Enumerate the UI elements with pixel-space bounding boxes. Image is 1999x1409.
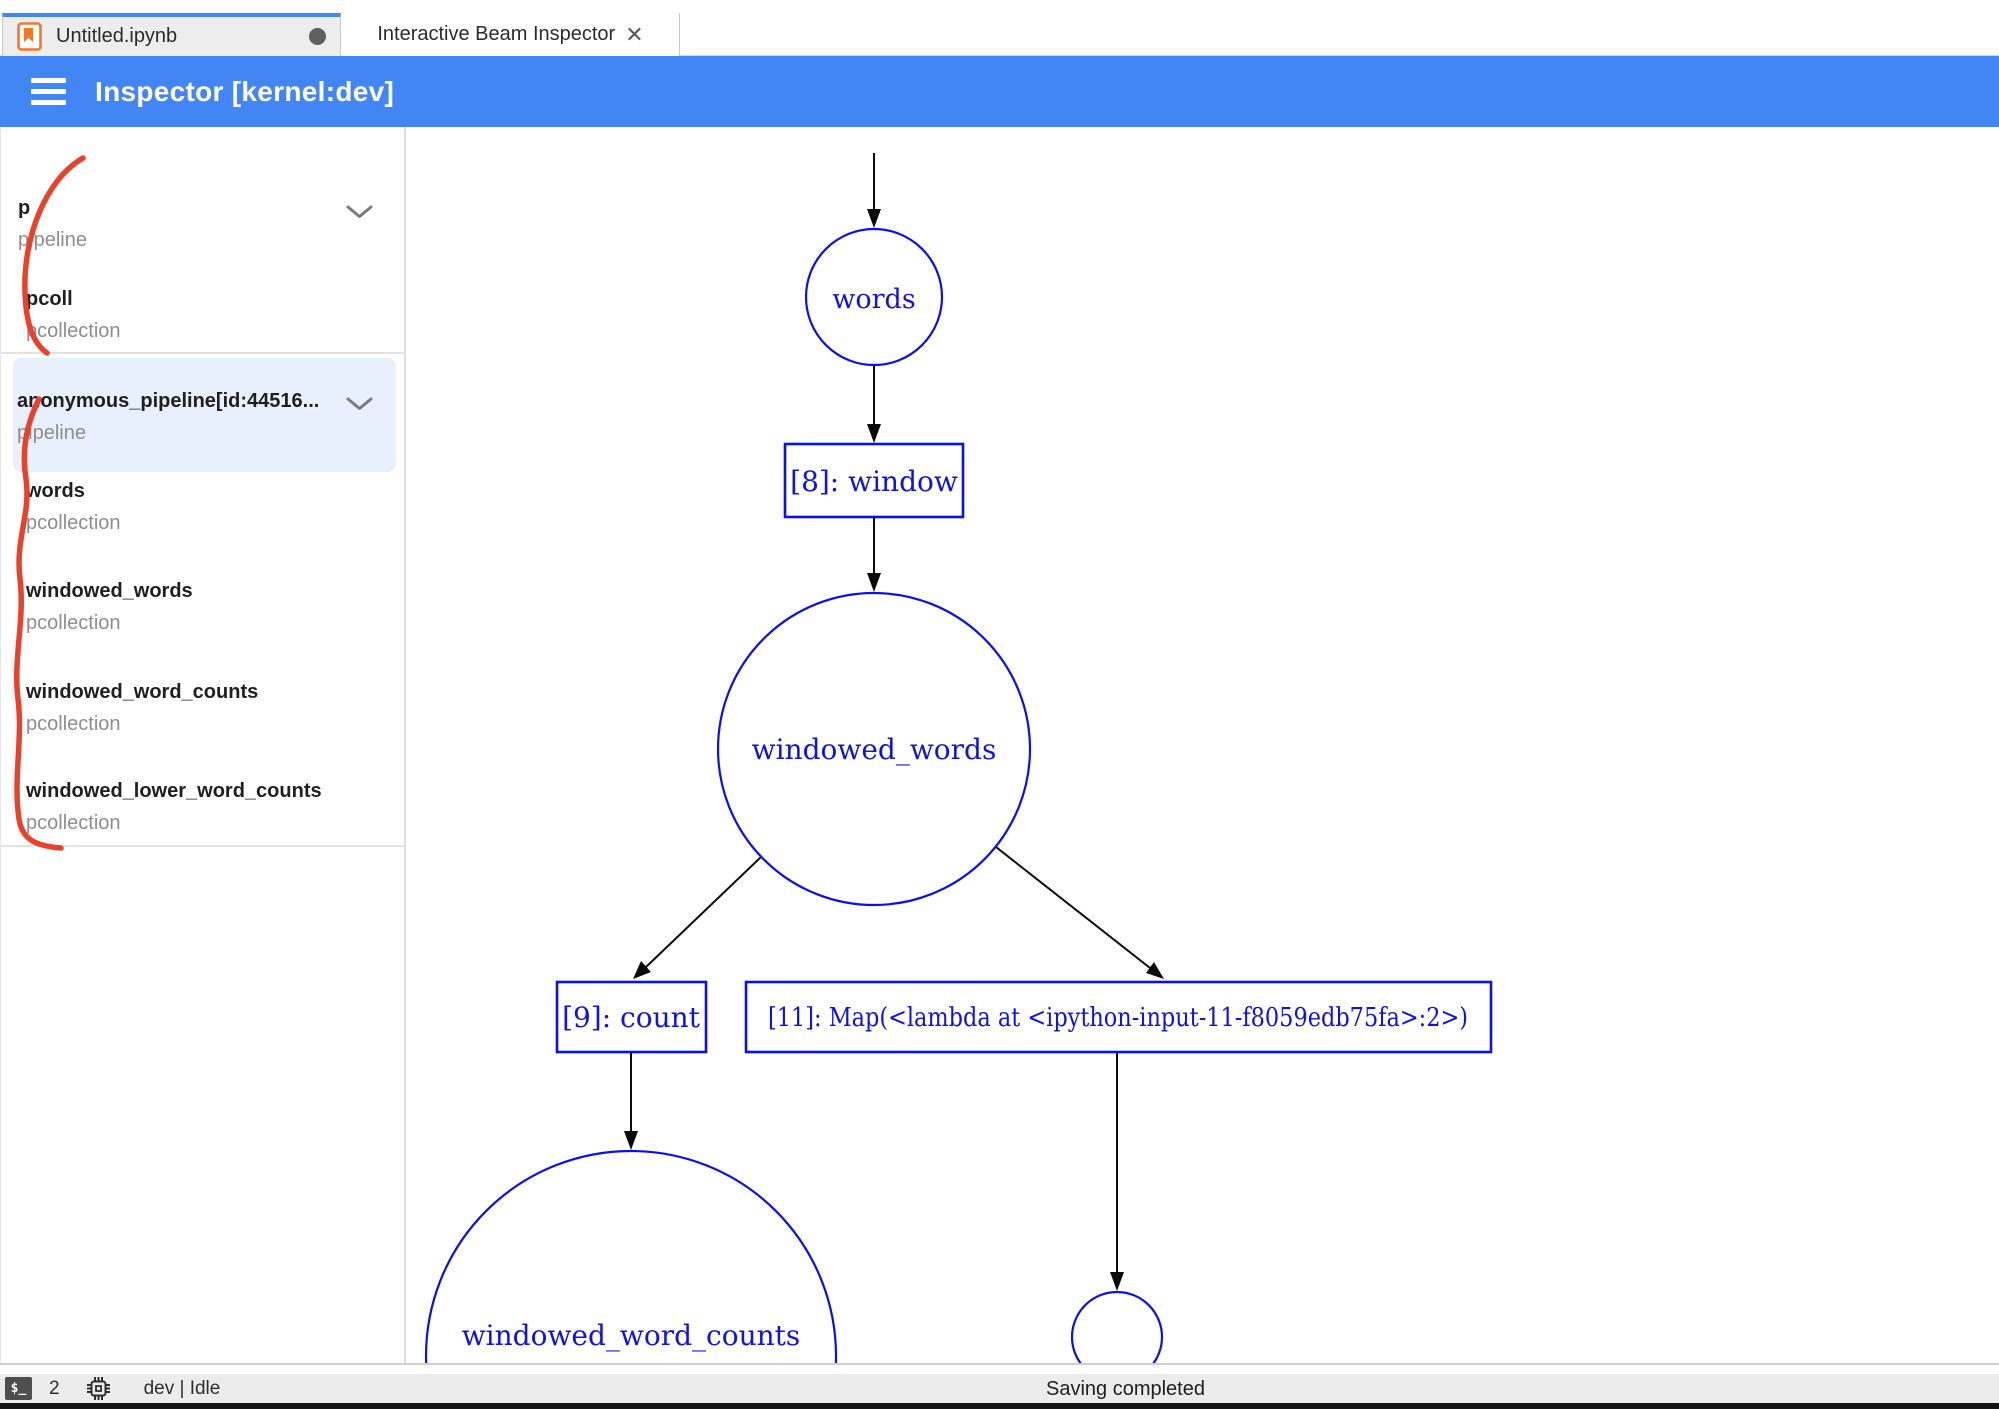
edge-windowedwords-count <box>645 856 762 968</box>
node-label: windowed_words <box>752 733 997 766</box>
terminal-icon[interactable]: $_ <box>5 1377 32 1400</box>
status-bar: $_ 2 dev | Idle Saving completed <box>0 1374 1999 1403</box>
content-bottom-border <box>0 1363 1999 1365</box>
node-transform-window[interactable] <box>783 442 965 519</box>
sidebar-divider <box>1 845 405 847</box>
sidebar-item-type: pcollection <box>26 320 121 342</box>
menu-icon[interactable] <box>31 78 66 105</box>
tab-bar: Untitled.ipynb Interactive Beam Inspecto… <box>0 0 1999 56</box>
unsaved-changes-dot[interactable] <box>309 28 326 45</box>
node-transform-count[interactable] <box>555 980 708 1054</box>
sidebar-item-type: pipeline <box>18 229 87 251</box>
chevron-down-icon[interactable] <box>346 397 373 411</box>
pipeline-graph: words [8]: window windowed_words [9]: co… <box>408 127 1999 1409</box>
sidebar-item-windowed-words[interactable]: windowed_words <box>26 580 193 602</box>
inspector-header: Inspector [kernel:dev] <box>0 56 1999 127</box>
node-words[interactable] <box>804 227 944 367</box>
status-message: Saving completed <box>1046 1378 1205 1400</box>
kernel-status[interactable]: dev | Idle <box>143 1377 221 1399</box>
sidebar-item-p[interactable]: p <box>18 197 31 219</box>
sidebar-item-type: pipeline <box>17 422 86 444</box>
selected-item-highlight[interactable] <box>13 358 396 472</box>
page-title: Inspector [kernel:dev] <box>95 75 395 107</box>
tab-label: Untitled.ipynb <box>56 25 178 47</box>
node-label: [9]: count <box>562 1001 701 1034</box>
node-label: windowed_word_counts <box>462 1319 801 1352</box>
sidebar-divider <box>1 352 405 354</box>
tab-beam-inspector[interactable]: Interactive Beam Inspector ✕ <box>342 13 680 56</box>
sidebar-item-type: pcollection <box>26 713 121 735</box>
sidebar-item-windowed-lower-word-counts[interactable]: windowed_lower_word_counts <box>26 780 322 802</box>
chevron-down-icon[interactable] <box>346 205 373 219</box>
node-small-pcollection[interactable] <box>1070 1290 1164 1384</box>
sidebar-item-windowed-word-counts[interactable]: windowed_word_counts <box>26 681 259 703</box>
sidebar-item-pcoll[interactable]: pcoll <box>26 288 73 310</box>
sidebar-item-words[interactable]: words <box>26 480 85 502</box>
node-label: [11]: Map(<lambda at <ipython-input-11-f… <box>768 1003 1468 1033</box>
tab-untitled-notebook[interactable]: Untitled.ipynb <box>2 13 341 56</box>
bottom-edge <box>0 1403 1999 1409</box>
close-icon[interactable]: ✕ <box>625 21 644 47</box>
node-windowed-word-counts[interactable] <box>424 1149 838 1409</box>
sidebar-item-anonymous-pipeline[interactable]: anonymous_pipeline[id:44516... <box>17 390 320 412</box>
node-transform-map[interactable] <box>744 980 1493 1054</box>
edge-windowedwords-map <box>995 846 1151 969</box>
pipeline-sidebar: p pipeline pcoll pcollection anonymous_p… <box>0 127 406 1363</box>
tab-label: Interactive Beam Inspector <box>377 23 616 45</box>
kernel-count[interactable]: 2 <box>49 1377 60 1399</box>
kernel-chip-icon[interactable] <box>85 1375 112 1402</box>
sidebar-item-type: pcollection <box>26 812 121 834</box>
node-label: [8]: window <box>790 465 958 498</box>
node-windowed-words[interactable] <box>716 591 1032 907</box>
node-label: words <box>832 284 915 315</box>
sidebar-item-type: pcollection <box>26 612 121 634</box>
sidebar-item-type: pcollection <box>26 512 121 534</box>
notebook-icon <box>17 22 42 51</box>
